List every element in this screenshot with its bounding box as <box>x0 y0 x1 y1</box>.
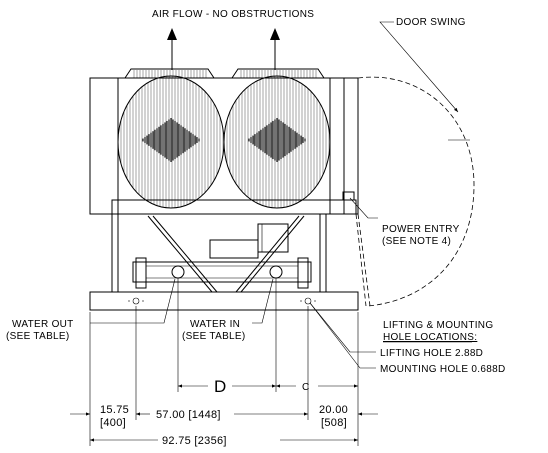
dim-c-label: C <box>302 382 310 393</box>
support-frame <box>111 214 327 293</box>
power-entry-note: (SEE NOTE 4) <box>382 236 451 247</box>
fan-shrouds <box>124 68 325 79</box>
mounting-hole-label: MOUNTING HOLE 0.688D <box>380 364 505 375</box>
water-out-label: WATER OUT <box>12 319 74 330</box>
dim-overall: 92.75 [2356] <box>162 435 227 447</box>
dim-left-offset-metric: [400] <box>100 417 126 429</box>
dim-span: 57.00 [1448] <box>156 409 221 421</box>
condenser-cabinet <box>89 75 359 215</box>
power-entry-label: POWER ENTRY <box>382 224 460 235</box>
leader-lines <box>90 21 459 369</box>
lifting-mounting-title: LIFTING & MOUNTING <box>383 320 493 331</box>
water-in-note: (SEE TABLE) <box>182 331 246 342</box>
water-in-label: WATER IN <box>190 319 240 330</box>
door-swing-label: DOOR SWING <box>396 17 466 28</box>
air-flow-label: AIR FLOW - NO OBSTRUCTIONS <box>152 9 314 20</box>
dim-d-label: D <box>214 377 226 396</box>
fan-blade-symbol-right <box>248 118 306 162</box>
base-rail <box>89 291 359 311</box>
fan-blade-symbol-left <box>142 118 200 162</box>
dimension-lines <box>70 384 378 442</box>
dim-left-offset: 15.75 <box>100 404 129 416</box>
extension-lines <box>89 278 359 446</box>
water-out-connection <box>171 265 185 279</box>
compressor <box>209 239 259 259</box>
air-flow-arrows <box>167 28 280 70</box>
lifting-hole-label: LIFTING HOLE 2.88D <box>380 348 483 359</box>
water-in-connection <box>269 265 283 279</box>
water-header <box>132 261 312 283</box>
hole-locations-title: HOLE LOCATIONS: <box>383 332 477 343</box>
water-out-note: (SEE TABLE) <box>6 331 70 342</box>
door-swing-indicator <box>355 76 475 307</box>
lifting-hole-right <box>304 297 312 305</box>
lifting-hole-left <box>132 297 140 305</box>
power-entry-box <box>342 191 355 201</box>
dim-right-offset: 20.00 <box>319 404 348 416</box>
dim-right-offset-metric: [508] <box>321 417 347 429</box>
